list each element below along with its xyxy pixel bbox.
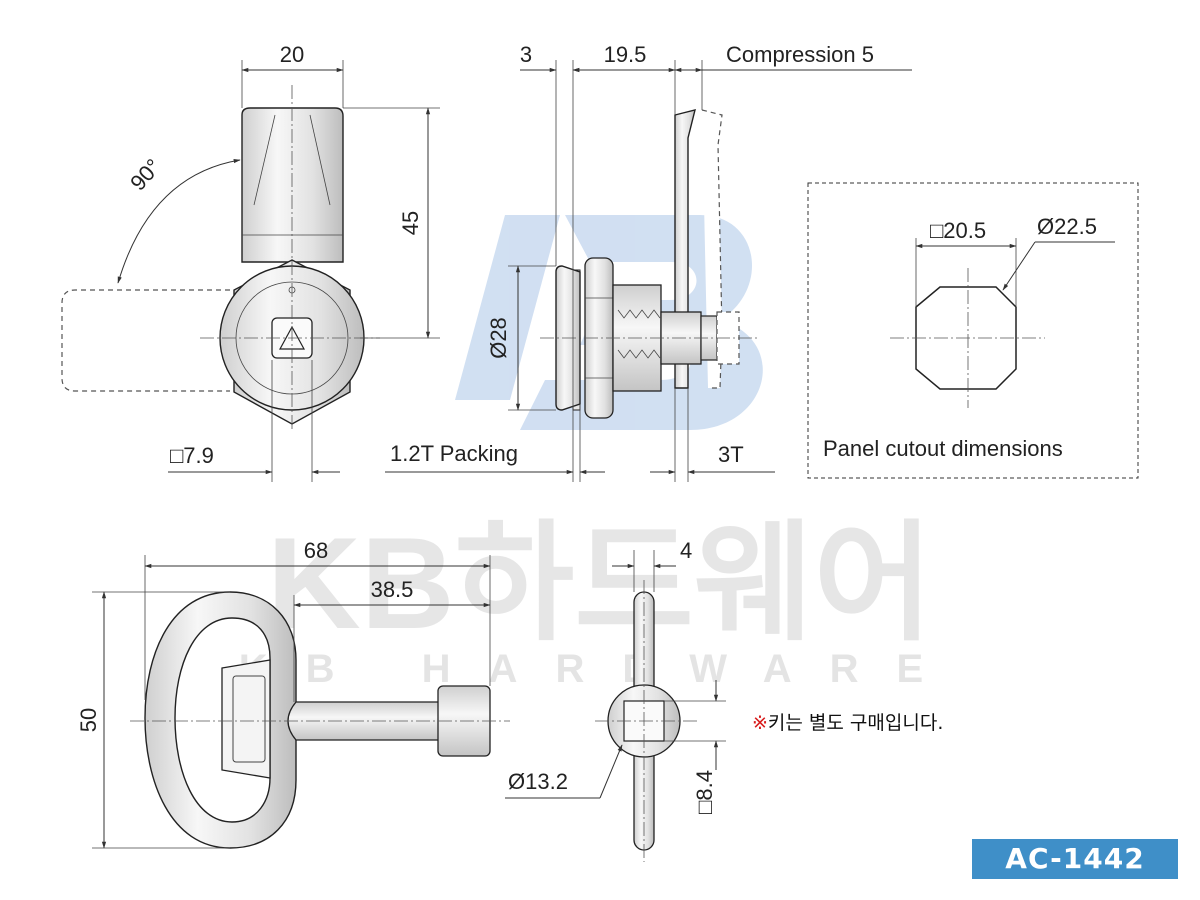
side-diameter-dim: Ø28 — [486, 317, 511, 359]
side-view: 3 19.5 Compression 5 Ø28 1.2T Packing 3T — [385, 42, 912, 482]
watermark-title: KB하드웨어 — [267, 510, 933, 656]
key-square-dim: □8.4 — [692, 770, 717, 814]
cutout-caption: Panel cutout dimensions — [823, 436, 1063, 461]
front-view: 90° 20 45 □7.9 — [61, 42, 440, 482]
cutout-diameter-dim: Ø22.5 — [1037, 214, 1097, 239]
watermark-subtitle: KB HARDWARE — [239, 647, 961, 691]
note-text: 키는 별도 구매입니다. — [767, 712, 944, 734]
side-compression-dim: Compression 5 — [726, 42, 874, 67]
key-shaft-dim: 38.5 — [371, 577, 414, 602]
front-width-dim: 20 — [280, 42, 304, 67]
side-thickness-dim: 3T — [718, 442, 744, 467]
purchase-note: ※키는 별도 구매입니다. — [752, 708, 943, 735]
panel-cutout-box: □20.5 Ø22.5 Panel cutout dimensions — [807, 182, 1139, 479]
side-packing-dim: 1.2T Packing — [390, 441, 518, 466]
side-dim-a: 3 — [520, 42, 532, 67]
key-ring — [144, 591, 297, 849]
front-square-dim: □7.9 — [170, 443, 214, 468]
key-diameter-dim: Ø13.2 — [508, 769, 568, 794]
model-code-badge: AC-1442 — [972, 839, 1178, 879]
note-mark: ※ — [752, 712, 768, 734]
front-angle-dim: 90° — [125, 154, 166, 195]
side-dim-b: 19.5 — [604, 42, 647, 67]
key-grip — [221, 659, 271, 779]
key-view: 68 38.5 50 4 Ø13.2 □8.4 — [76, 538, 726, 862]
key-height-dim: 50 — [76, 708, 101, 732]
watermark-k-shape — [455, 215, 560, 400]
front-ghost-cam — [61, 289, 230, 392]
key-width-dim: 4 — [680, 538, 692, 563]
front-height-dim: 45 — [398, 211, 423, 235]
front-cam — [241, 107, 344, 263]
cutout-square-dim: □20.5 — [930, 218, 986, 243]
key-length-dim: 68 — [304, 538, 328, 563]
